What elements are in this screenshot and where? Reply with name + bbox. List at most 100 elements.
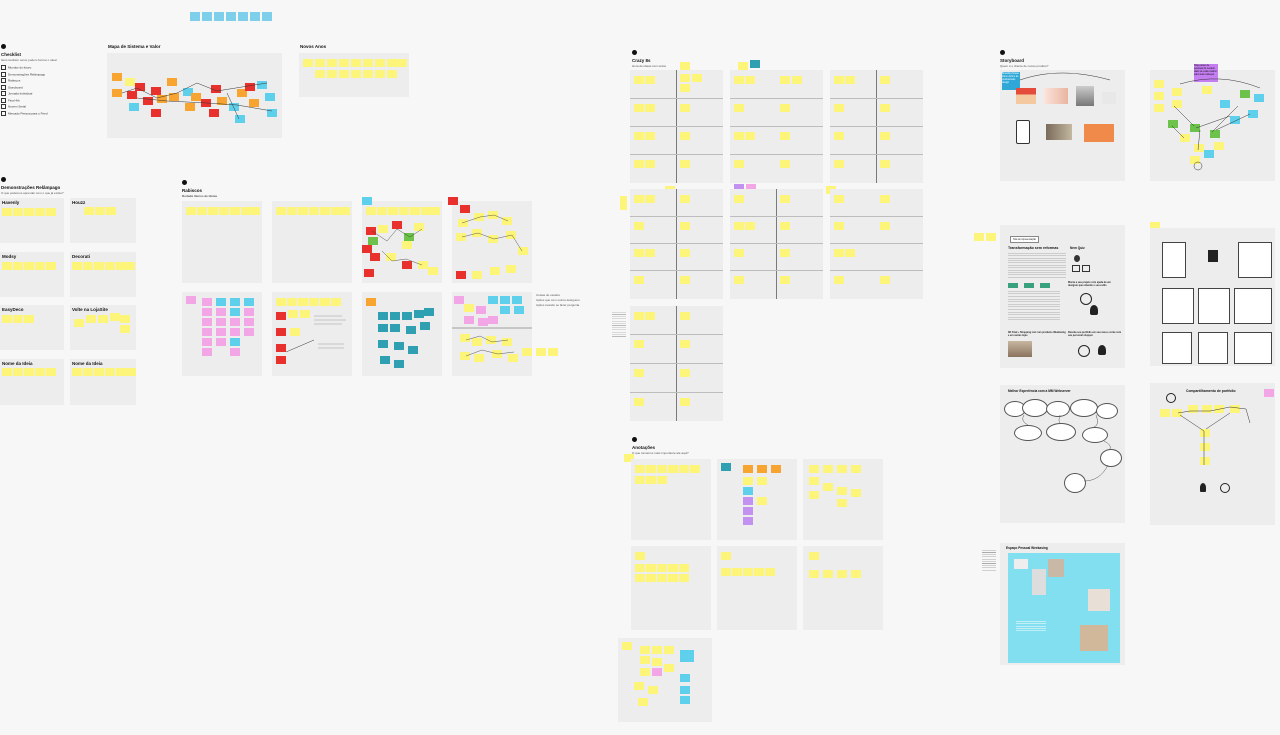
sticky-note[interactable]	[191, 93, 201, 101]
sticky-note[interactable]	[476, 306, 486, 314]
sticky-note[interactable]	[366, 207, 376, 215]
rabiscos-frame-7[interactable]	[362, 292, 442, 376]
sticky-note[interactable]	[267, 109, 277, 117]
crazy8-board-1[interactable]	[630, 70, 723, 183]
sticky-note[interactable]	[974, 233, 984, 241]
sticky-note[interactable]	[657, 476, 667, 484]
sticky-note[interactable]	[1172, 100, 1182, 108]
sticky-note[interactable]	[657, 574, 667, 582]
sticky-note[interactable]	[1168, 120, 1178, 128]
sticky-note[interactable]	[635, 476, 645, 484]
sticky-note[interactable]	[1200, 429, 1210, 437]
sticky-note[interactable]	[157, 95, 167, 103]
sticky-note[interactable]	[24, 368, 34, 376]
rabiscos-frame-2[interactable]	[272, 201, 352, 283]
sticky-note[interactable]	[834, 276, 844, 284]
sticky-note[interactable]	[456, 271, 466, 279]
sticky-note[interactable]	[757, 497, 767, 505]
sticky-note[interactable]	[309, 207, 319, 215]
sticky-note[interactable]	[635, 574, 645, 582]
sticky-note[interactable]	[757, 465, 767, 473]
sticky-note[interactable]	[454, 296, 464, 304]
sticky-note[interactable]	[620, 196, 627, 210]
sticky-note[interactable]	[230, 318, 240, 326]
sticky-note[interactable]	[364, 269, 374, 277]
sticky-note[interactable]	[209, 109, 219, 117]
crazy8-board-5[interactable]	[730, 189, 823, 299]
sticky-note[interactable]	[646, 465, 656, 473]
sticky-note[interactable]	[402, 312, 412, 320]
sticky-note[interactable]	[692, 74, 702, 82]
sticky-note[interactable]	[548, 348, 558, 356]
sticky-note[interactable]	[320, 298, 330, 306]
anotacoes-frame-7[interactable]	[618, 638, 712, 722]
sticky-note[interactable]	[378, 312, 388, 320]
sticky-note[interactable]	[24, 315, 34, 323]
checklist-item[interactable]: Final 4th	[1, 98, 20, 103]
sticky-note[interactable]	[2, 368, 12, 376]
sticky-note[interactable]	[230, 328, 240, 336]
sticky-note[interactable]	[1230, 405, 1240, 413]
sticky-note[interactable]	[502, 217, 512, 225]
sticky-note[interactable]	[648, 686, 658, 694]
sticky-note[interactable]	[276, 356, 286, 364]
sticky-note[interactable]	[390, 312, 400, 320]
sticky-note[interactable]	[362, 245, 372, 253]
toolbar-chip[interactable]	[226, 12, 236, 21]
sticky-note[interactable]	[331, 298, 341, 306]
sticky-note[interactable]	[634, 76, 644, 84]
sticky-note[interactable]	[780, 222, 790, 230]
sticky-note[interactable]	[634, 276, 644, 284]
sticky-note[interactable]	[680, 249, 690, 257]
sticky-note[interactable]	[1172, 409, 1182, 417]
storyboard-frame-2[interactable]: Hoje posso de pessoas do cenário dado de…	[1150, 64, 1275, 181]
sticky-note[interactable]	[492, 350, 502, 358]
sticky-note[interactable]	[216, 328, 226, 336]
sticky-note[interactable]	[244, 308, 254, 316]
sticky-note[interactable]	[734, 195, 744, 203]
sticky-note[interactable]	[460, 352, 470, 360]
sticky-note[interactable]	[276, 328, 286, 336]
sticky-note[interactable]	[230, 338, 240, 346]
sticky-note[interactable]	[743, 465, 753, 473]
sticky-note[interactable]	[664, 664, 674, 672]
sticky-note[interactable]	[1194, 144, 1204, 152]
sticky-note[interactable]	[634, 195, 644, 203]
sticky-note[interactable]	[765, 568, 775, 576]
sticky-note[interactable]	[120, 315, 130, 323]
sticky-note[interactable]	[320, 207, 330, 215]
sticky-note[interactable]	[880, 76, 890, 84]
sticky-note[interactable]	[46, 208, 56, 216]
sticky-note[interactable]	[394, 342, 404, 350]
sticky-note[interactable]	[771, 465, 781, 473]
sticky-note[interactable]	[1200, 443, 1210, 451]
sticky-note[interactable]	[680, 62, 690, 70]
sticky-note[interactable]	[288, 310, 298, 318]
sticky-note[interactable]	[35, 262, 45, 270]
sticky-note[interactable]	[837, 465, 847, 473]
storyboard-frame-1[interactable]: Branding Nosso Dono dentro de profission…	[1000, 70, 1125, 181]
sticky-note[interactable]	[500, 306, 510, 314]
sticky-note[interactable]	[464, 316, 474, 324]
sticky-note[interactable]	[478, 318, 488, 326]
sticky-note[interactable]	[1230, 116, 1240, 124]
sticky-note[interactable]	[668, 574, 678, 582]
toolbar-chip[interactable]	[202, 12, 212, 21]
sticky-note[interactable]	[368, 237, 378, 245]
sticky-note[interactable]	[680, 369, 690, 377]
sticky-note[interactable]	[110, 313, 120, 321]
sticky-note[interactable]	[414, 310, 424, 318]
sticky-note[interactable]	[809, 552, 819, 560]
sticky-note[interactable]	[35, 368, 45, 376]
sticky-note[interactable]	[634, 104, 644, 112]
sticky-note[interactable]	[94, 262, 104, 270]
sticky-note[interactable]	[230, 207, 240, 215]
sticky-note[interactable]	[880, 104, 890, 112]
sticky-note[interactable]	[640, 668, 650, 676]
sticky-note[interactable]	[402, 241, 412, 249]
sticky-note[interactable]	[186, 207, 196, 215]
sticky-note[interactable]	[72, 262, 82, 270]
sticky-note[interactable]	[657, 465, 667, 473]
sticky-note[interactable]	[780, 160, 790, 168]
sticky-note[interactable]	[851, 570, 861, 578]
